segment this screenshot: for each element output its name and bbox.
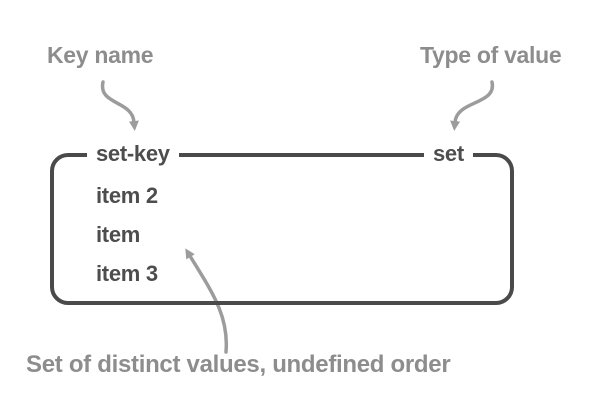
set-item: item [96,222,141,247]
set-item: item 3 [96,261,158,286]
set-item: item 2 [96,183,158,208]
key-name-arrow-icon [100,80,139,131]
type-of-value-label: Type of value [420,42,562,68]
set-type-label: set [424,141,473,167]
bottom-note-label: Set of distinct values, undefined order [26,351,451,378]
set-box [50,153,514,305]
key-name-label: Key name [47,42,154,68]
type-of-value-arrow-icon [450,80,494,131]
set-key-label: set-key [87,141,179,167]
